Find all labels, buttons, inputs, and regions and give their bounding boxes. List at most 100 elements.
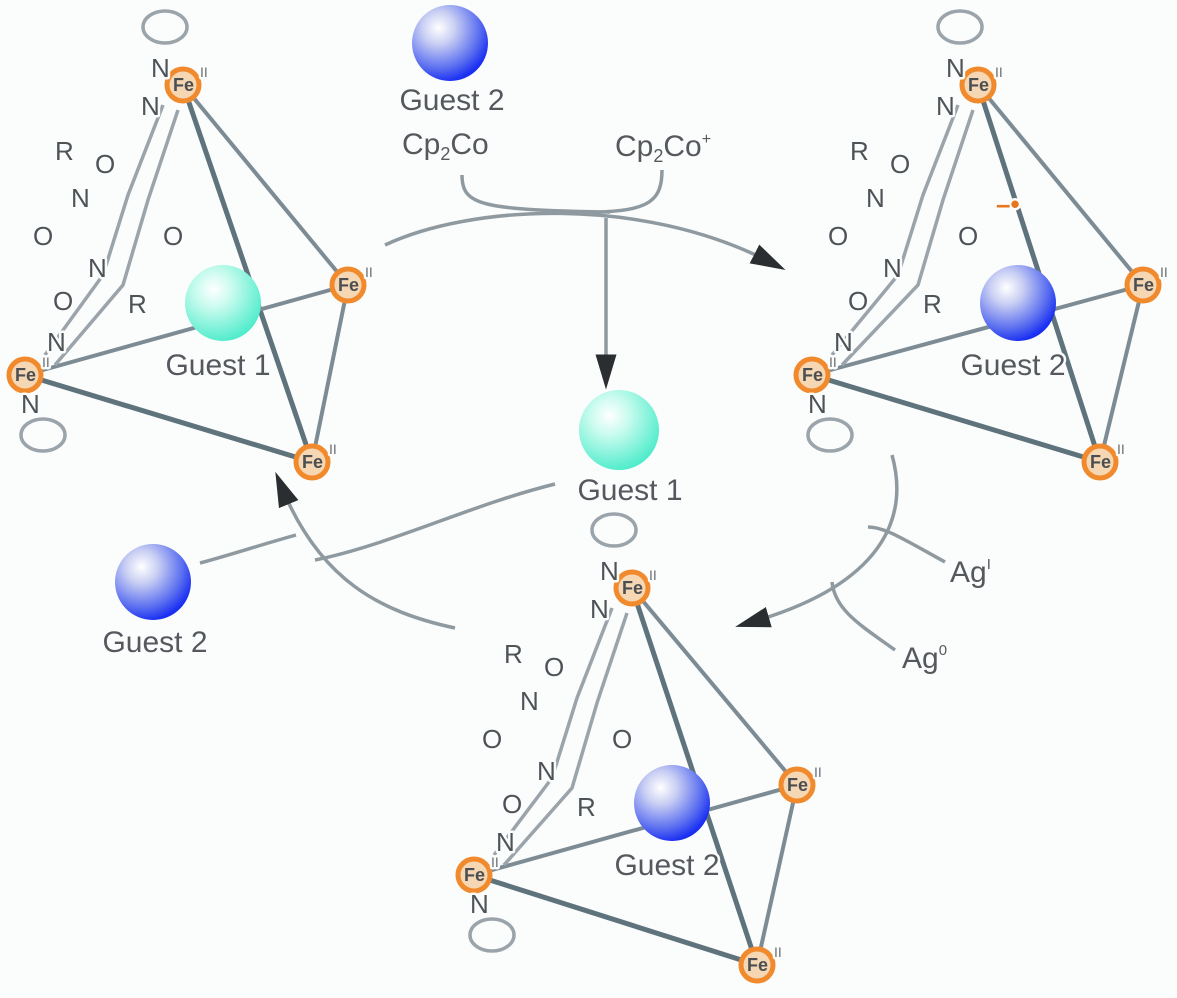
ligand-backbone	[830, 104, 960, 357]
fe-label: Fe	[1090, 452, 1111, 472]
reagent-ag-0-sup: 0	[939, 642, 947, 659]
ligand-backbone	[840, 109, 975, 367]
fe-label: Fe	[338, 275, 359, 295]
ligand-backbone	[53, 109, 180, 367]
cage-edge	[472, 783, 799, 877]
fe-label: Fe	[15, 365, 36, 385]
radical-anion-mark: –•	[996, 189, 1020, 219]
reagent-cp2co-plus-base: Cp	[615, 130, 653, 163]
guest2-sphere	[634, 765, 710, 841]
atom-label-o: O	[890, 149, 910, 179]
fe-label: Fe	[968, 75, 989, 95]
fe-oxidation-state: II	[365, 264, 373, 280]
fe-oxidation-state: II	[329, 441, 337, 457]
fe-oxidation-state: II	[42, 354, 50, 370]
cage-edge	[809, 372, 1103, 465]
fe-atom-icon	[1124, 266, 1162, 304]
fe-atom-icon	[329, 266, 367, 304]
cage-top-left-shapes	[6, 9, 367, 481]
cage-edge	[471, 872, 760, 968]
cage-edge	[181, 83, 350, 287]
atom-label-n: N	[47, 327, 66, 357]
atom-label-n: N	[88, 253, 107, 283]
arrow-exchange	[275, 471, 456, 630]
atom-label-n: N	[141, 91, 160, 121]
fe-label: Fe	[302, 452, 323, 472]
atom-label-n: N	[946, 53, 965, 83]
cages-shapes-layer	[6, 9, 1162, 984]
cage-edge	[630, 586, 799, 787]
guest2-left-label: Guest 2	[102, 626, 207, 659]
arrow-oxidation	[735, 454, 899, 628]
atom-label-r: R	[577, 792, 596, 822]
reagent-cp2co-tail: Co	[450, 128, 488, 161]
reagent-cp2co-base: Cp	[402, 128, 440, 161]
atom-label-o: O	[53, 286, 73, 316]
arrow-ag-in	[867, 525, 946, 564]
reagent-cp2co-plus-sub: 2	[653, 146, 663, 166]
atom-label-n: N	[151, 53, 170, 83]
atom-label-n: N	[71, 183, 90, 213]
pyridine-ring	[19, 417, 67, 453]
reagent-ag-i-sup: I	[987, 556, 991, 573]
free-guest1-center: Guest 1	[575, 390, 685, 510]
fe-oxidation-state: II	[814, 764, 822, 780]
cage-top-right-shapes	[793, 9, 1162, 481]
pyridine-ring	[590, 512, 638, 548]
guest1-center-label: Guest 1	[577, 474, 682, 507]
free-guest2-top: Guest 2	[397, 5, 507, 120]
fe-oxidation-state: II	[649, 567, 657, 583]
fe-label: Fe	[1133, 275, 1154, 295]
atom-label-n: N	[834, 327, 853, 357]
svg-text:Cp2Co+: Cp2Co+	[615, 130, 711, 166]
arrow-reagent-in	[460, 174, 611, 214]
guest2-top-label: Guest 2	[399, 84, 504, 117]
atom-label-r: R	[923, 289, 942, 319]
atom-label-n: N	[883, 253, 902, 283]
cage-edge	[976, 83, 1145, 287]
reagent-ag-0-base: Ag	[902, 642, 939, 675]
atom-label-n: N	[496, 827, 515, 857]
atom-label-o: O	[848, 286, 868, 316]
guest2-sphere	[980, 265, 1056, 341]
svg-text:Cp2Co: Cp2Co	[402, 128, 489, 164]
fe-atom-icon	[959, 66, 997, 104]
atom-label-o: O	[95, 149, 115, 179]
atom-label-o: O	[33, 221, 53, 251]
atom-label-o: O	[958, 221, 978, 251]
fe-oxidation-state: II	[774, 944, 782, 960]
cage-edge	[180, 82, 315, 465]
fe-atom-icon	[6, 356, 44, 394]
cage-edge	[755, 783, 799, 967]
fe-label: Fe	[802, 365, 823, 385]
atom-label-n: N	[537, 756, 556, 786]
cage-edge	[22, 372, 315, 465]
atom-label-o: O	[612, 724, 632, 754]
cage-edge	[310, 283, 350, 464]
fe-label: Fe	[622, 578, 643, 598]
atom-label-n: N	[590, 594, 609, 624]
atom-label-o: O	[544, 652, 564, 682]
arrow-reagent-out	[599, 169, 664, 214]
fe-atom-icon	[293, 443, 331, 481]
atom-label-o: O	[828, 221, 848, 251]
fe-atom-icon	[793, 356, 831, 394]
reaction-arrows	[199, 169, 946, 652]
atom-label-r: R	[55, 136, 74, 166]
fe-label: Fe	[173, 75, 194, 95]
reagent-cp2co-plus-sup: +	[702, 131, 711, 148]
atom-label-n: N	[21, 389, 40, 419]
arrow-reduction	[384, 211, 786, 271]
fe-atom-icon	[455, 856, 493, 894]
guest-label: Guest 1	[165, 349, 270, 382]
arrow-ag-out	[830, 581, 897, 652]
atom-label-r: R	[504, 639, 523, 669]
atom-label-n: N	[936, 91, 955, 121]
reagent-ag-i-base: Ag	[950, 556, 987, 589]
fe-label: Fe	[787, 775, 808, 795]
fe-oxidation-state: II	[200, 64, 208, 80]
free-guest2-left: Guest 2	[100, 544, 210, 662]
